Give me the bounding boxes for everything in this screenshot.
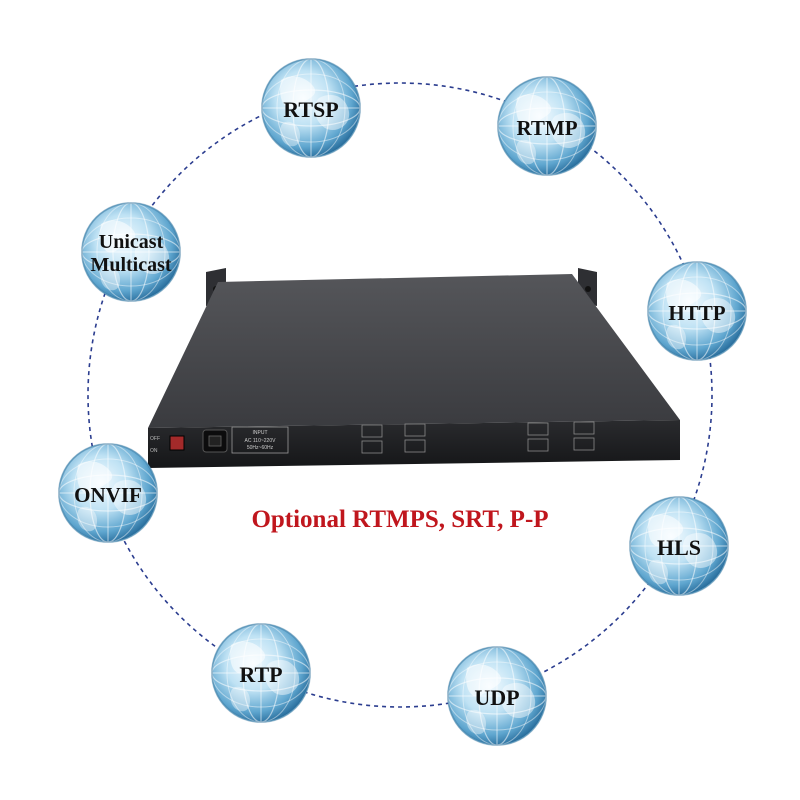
globe-rtsp-label: RTSP — [283, 97, 338, 122]
optional-protocols-tagline: Optional RTMPS, SRT, P-P — [251, 506, 549, 533]
power-on-label: ON — [150, 448, 158, 454]
globe-udp-label: UDP — [474, 685, 519, 710]
globe-hls: HLS — [629, 496, 729, 596]
ethernet-port-group-right — [527, 421, 595, 452]
globe-unicast-multicast: Unicast Multicast — [81, 202, 181, 302]
power-off-label: OFF — [150, 436, 160, 442]
input-spec-voltage: AC 110~220V — [245, 438, 277, 444]
device-top-panel — [148, 274, 680, 428]
protocol-ring — [87, 82, 713, 708]
globe-http-label: HTTP — [668, 301, 725, 325]
globe-onvif: ONVIF — [58, 443, 158, 543]
globe-udp: UDP — [447, 646, 547, 746]
globe-http: HTTP — [647, 261, 747, 361]
globe-rtp-label: RTP — [239, 662, 282, 687]
globe-hls-label: HLS — [657, 535, 701, 560]
globe-rtp: RTP — [211, 623, 311, 723]
input-spec-frequency: 50Hz~60Hz — [247, 445, 274, 451]
globe-rtmp: RTMP — [497, 76, 597, 176]
globe-multicast-label: Multicast — [90, 254, 171, 276]
input-label: INPUT — [253, 430, 268, 436]
ethernet-port-group-left — [361, 423, 426, 454]
globe-unicast-label: Unicast — [99, 231, 164, 253]
globe-rtmp-label: RTMP — [516, 116, 577, 140]
device-front-panel — [148, 420, 680, 468]
globe-onvif-label: ONVIF — [74, 483, 142, 507]
globe-rtsp: RTSP — [261, 58, 361, 158]
input-spec-box — [231, 426, 289, 454]
power-switch[interactable] — [169, 435, 185, 451]
streaming-device: OFF ON INPUT AC 110~220V 50Hz~60Hz — [148, 268, 680, 468]
